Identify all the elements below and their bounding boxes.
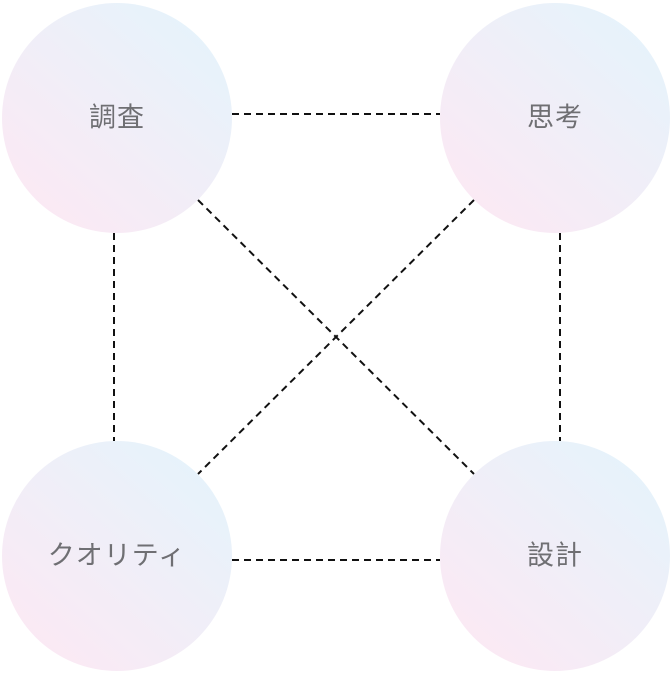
node-quality-label: クオリティ [48,541,186,572]
node-design-circle [440,441,670,671]
node-research-label: 調査 [89,103,145,134]
node-design: 設計 [440,441,670,671]
node-thinking-circle [440,3,670,233]
node-quality: クオリティ [2,441,232,671]
node-research: 調査 [2,3,232,233]
connector-thinking-quality [197,199,475,475]
node-thinking: 思考 [440,3,670,233]
node-quality-circle [2,441,232,671]
node-design-label: 設計 [527,541,583,572]
node-thinking-label: 思考 [527,103,583,134]
node-research-circle [2,3,232,233]
